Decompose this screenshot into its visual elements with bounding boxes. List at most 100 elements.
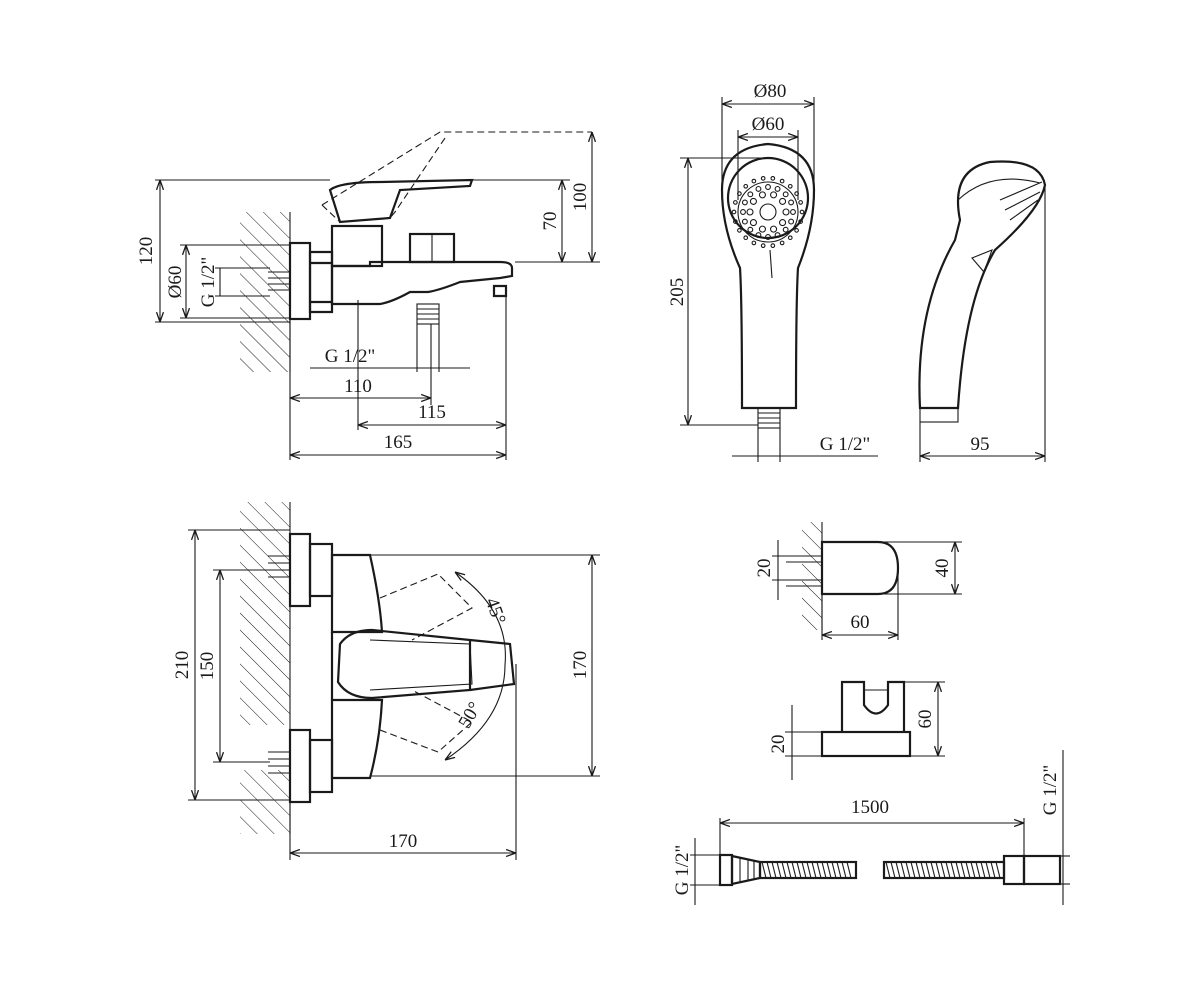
hose-rib [846, 861, 852, 879]
dim-d60-shower: Ø60 [752, 114, 785, 135]
nozzle [774, 232, 781, 239]
hose-nut-right [1002, 854, 1026, 886]
dim-thread-wall: G 1/2" [198, 257, 219, 308]
hose-rib [915, 861, 921, 879]
nozzle [747, 191, 754, 198]
shower-center-nozzle [759, 203, 777, 221]
shower-head-face [726, 156, 810, 240]
wall-holder-view: 20 40 60 [754, 522, 962, 640]
dim-hose-thread-right: G 1/2" [1040, 765, 1061, 816]
nozzle [760, 175, 766, 181]
bracket-cradle [840, 680, 906, 732]
lever-open-outline [321, 131, 592, 206]
lever-rotated-left [379, 573, 473, 641]
mixer-top-view: 45° 50° 210 150 170 170 [172, 502, 600, 860]
hose-rib [945, 861, 951, 879]
hose-rib [960, 861, 966, 879]
hose-segment-left [758, 860, 858, 880]
hose-rib [821, 861, 827, 879]
hose-rib [955, 861, 961, 879]
nozzle [798, 200, 803, 205]
dim-110: 110 [344, 376, 372, 397]
nozzle [741, 199, 748, 206]
hose-rib [811, 861, 817, 879]
hose-rib [806, 861, 812, 879]
hose-rib [895, 861, 901, 879]
hose-rib [885, 861, 891, 879]
eccentric-nut [308, 250, 334, 314]
hose-rib [950, 861, 956, 879]
nozzle [788, 218, 795, 225]
hand-shower-view: Ø80 Ø60 205 G 1/2" 95 [667, 81, 1047, 462]
side-thread [919, 407, 959, 423]
nozzle [749, 197, 757, 205]
hose-rib [781, 861, 787, 879]
nozzle [741, 218, 748, 225]
hose-rib [900, 861, 906, 879]
nozzle [774, 185, 781, 192]
hose-rib [766, 861, 772, 879]
nozzle [770, 191, 778, 199]
hose-view: 1500 G 1/2" G 1/2" [672, 750, 1070, 905]
dim-95: 95 [971, 434, 990, 455]
hose-rib [985, 861, 991, 879]
nozzle [790, 209, 796, 215]
nozzle [779, 178, 785, 184]
hose-rib [920, 861, 926, 879]
dim-170-h: 170 [389, 831, 418, 852]
hose-rib [831, 861, 837, 879]
holder-body [820, 540, 900, 596]
spout-aerator [492, 284, 508, 298]
nozzle [758, 191, 766, 199]
nozzle-ring [731, 175, 805, 249]
nozzle [799, 209, 805, 215]
thread-stub [268, 271, 290, 291]
dim-150: 150 [197, 652, 218, 681]
wall-hatch [240, 212, 290, 372]
hose-rib [801, 861, 807, 879]
dim-hose-thread-left: G 1/2" [672, 845, 693, 896]
dim-holder-60: 60 [851, 612, 870, 633]
mixer-body [330, 260, 514, 306]
hose-rib [776, 861, 782, 879]
hose-nut-left [718, 853, 734, 887]
bracket-base [820, 730, 912, 758]
lever [328, 178, 474, 224]
dim-bracket-60: 60 [915, 710, 936, 729]
nozzle [787, 183, 793, 189]
dim-holder-40: 40 [932, 559, 953, 578]
bracket-view: 20 60 [768, 680, 945, 780]
dim-bracket-20: 20 [768, 735, 789, 754]
hose-rib [965, 861, 971, 879]
flange-upper [288, 532, 312, 608]
hose-rib [791, 861, 797, 879]
hose-rib [796, 861, 802, 879]
nozzle [770, 175, 776, 181]
dim-115: 115 [418, 402, 446, 423]
hose-rib [990, 861, 996, 879]
nozzle [755, 232, 762, 239]
nozzle [749, 219, 757, 227]
hose-rib [786, 861, 792, 879]
nozzle [782, 208, 790, 216]
dim-120: 120 [136, 237, 157, 266]
hose-rib [940, 861, 946, 879]
dim-hose-length: 1500 [851, 797, 889, 818]
hose-rib [761, 861, 767, 879]
flange-lower [288, 728, 312, 804]
nozzle [794, 228, 799, 233]
hose-rib [980, 861, 986, 879]
shower-handle-front [720, 142, 816, 410]
wall-flange [288, 241, 312, 321]
nozzle [733, 219, 738, 224]
nozzle [779, 197, 787, 205]
nozzle [787, 235, 793, 241]
hose-rib [771, 861, 777, 879]
hose-rib [975, 861, 981, 879]
dim-100: 100 [570, 183, 591, 212]
hose-rib [890, 861, 896, 879]
nozzle [788, 199, 795, 206]
nozzle [765, 184, 771, 190]
hose-rib [930, 861, 936, 879]
